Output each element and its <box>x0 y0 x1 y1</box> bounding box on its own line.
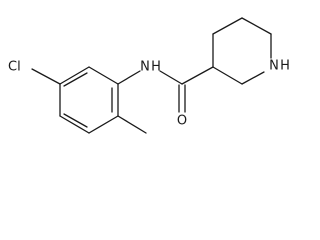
ring-nitrogen-label: N <box>269 59 279 74</box>
bond-p2-p3 <box>212 17 243 35</box>
bond-p3-p4 <box>241 17 272 35</box>
amide-hydrogen-label: H <box>151 60 161 75</box>
bond-c4-c5-inner <box>63 113 88 128</box>
bond-ring-amide-n <box>117 70 141 85</box>
carbonyl-oxygen-label: O <box>177 114 187 129</box>
chemical-structure-diagram: Cl N H O N H <box>8 17 290 134</box>
benzene-ring <box>59 66 119 134</box>
bond-p6-p1 <box>212 66 243 85</box>
ring-hydrogen-label: H <box>280 59 290 74</box>
bond-c2-c3-inner <box>63 72 88 87</box>
bond-c2-c3 <box>59 66 90 85</box>
bond-c4-c5 <box>59 115 90 134</box>
bond-ring-chlorine <box>31 68 61 85</box>
bond-ring-methyl <box>117 115 147 134</box>
amide-nitrogen-label: N <box>140 60 150 75</box>
piperidine-ring <box>212 17 272 85</box>
bond-c1-c2 <box>88 66 119 85</box>
bond-p5-p6 <box>241 71 265 85</box>
bond-carbonyl-ring <box>181 66 214 85</box>
bond-amide-n-carbonyl <box>159 70 183 85</box>
bond-c5-c6 <box>88 115 119 134</box>
chlorine-label: Cl <box>8 60 21 75</box>
